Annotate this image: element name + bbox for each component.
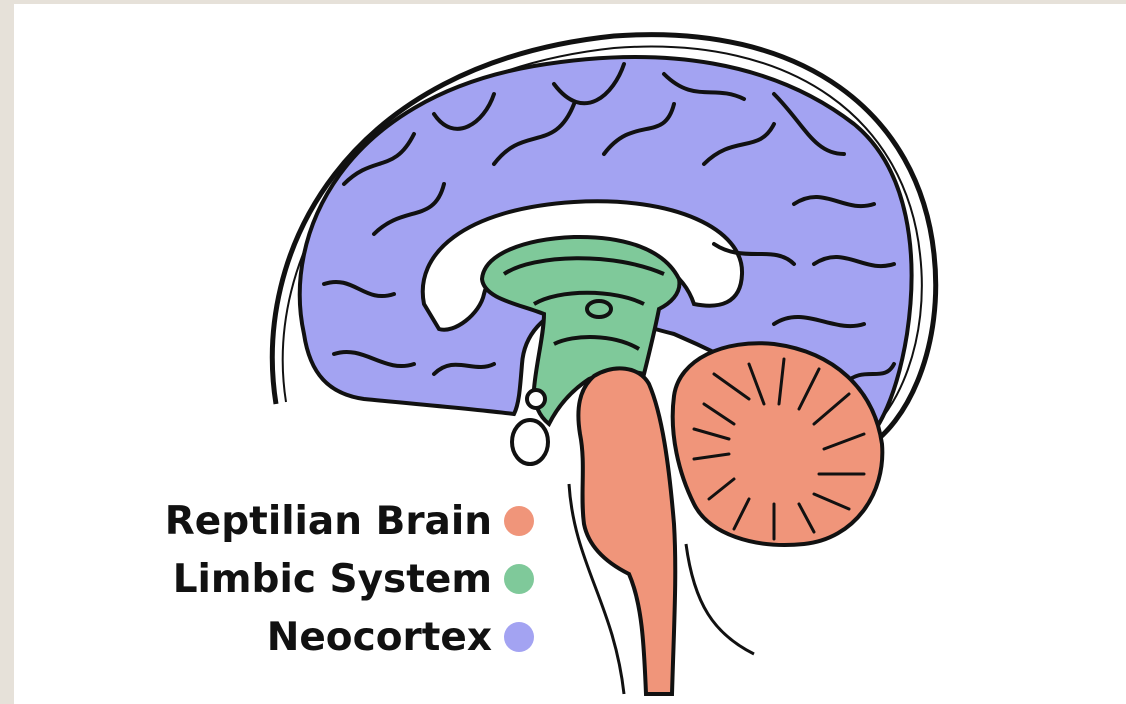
legend-item-limbic: Limbic System	[173, 550, 534, 608]
legend-item-reptilian: Reptilian Brain	[165, 492, 534, 550]
legend: Reptilian Brain Limbic System Neocortex	[165, 492, 534, 666]
legend-label: Reptilian Brain	[165, 499, 492, 544]
brainstem-region	[578, 368, 675, 694]
legend-label: Neocortex	[267, 615, 492, 660]
legend-swatch-icon	[504, 622, 534, 652]
diagram-panel: Reptilian Brain Limbic System Neocortex	[14, 4, 1126, 704]
spinal-sheath-line	[686, 544, 754, 654]
legend-item-neocortex: Neocortex	[267, 608, 534, 666]
legend-label: Limbic System	[173, 557, 492, 602]
legend-swatch-icon	[504, 506, 534, 536]
legend-swatch-icon	[504, 564, 534, 594]
